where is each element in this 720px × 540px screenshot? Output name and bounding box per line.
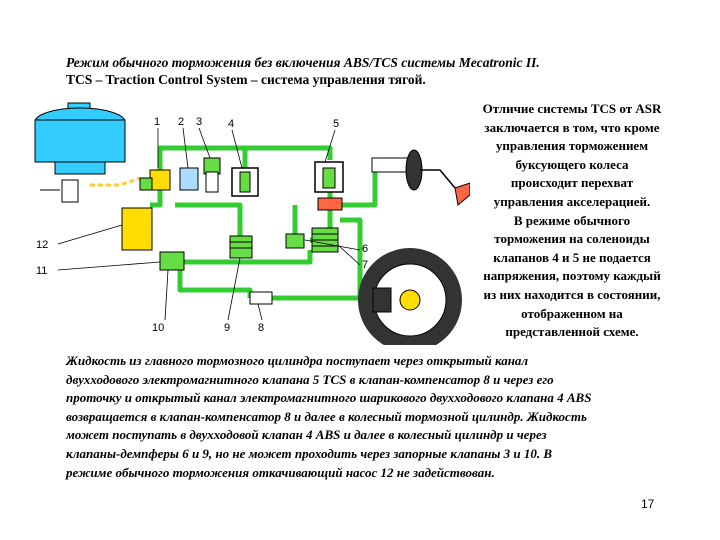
valve-2 bbox=[179, 167, 199, 191]
brake-system-diagram: 1 2 3 4 5 6 7 8 9 10 11 12 bbox=[34, 102, 470, 345]
label-9: 9 bbox=[224, 322, 230, 334]
body-line: Жидкость из главного тормозного цилиндра… bbox=[66, 353, 529, 368]
line-low-horizontal bbox=[160, 250, 313, 265]
leader-lines bbox=[57, 127, 361, 321]
body-line: проточку и открытый канал электромагнитн… bbox=[66, 390, 592, 406]
damper-valve-9 bbox=[229, 235, 253, 259]
valve-3 bbox=[203, 157, 221, 193]
body-line: двухходового электромагнитного клапана 5… bbox=[66, 371, 554, 387]
line-comp8-right bbox=[340, 217, 363, 298]
side-note-line: управления акселерацией. bbox=[493, 193, 651, 209]
page-number: 17 bbox=[641, 497, 655, 511]
wheel-hub bbox=[399, 289, 421, 311]
line-bottom-left bbox=[177, 262, 253, 298]
side-note-line: представленной схеме. bbox=[505, 324, 639, 340]
wheel bbox=[358, 248, 462, 345]
brake-booster bbox=[34, 102, 126, 203]
check-valve-10 bbox=[159, 251, 185, 271]
master-cylinder bbox=[371, 149, 470, 206]
side-note-line: Отличие системы TCS от ASR bbox=[482, 101, 662, 116]
side-note-line: клапанов 4 и 5 не подается bbox=[493, 249, 651, 265]
label-12: 12 bbox=[36, 239, 48, 251]
side-note-line: В режиме обычного bbox=[513, 212, 631, 228]
label-7: 7 bbox=[362, 259, 368, 271]
side-note-line: торможения на соленоиды bbox=[494, 231, 650, 247]
body-line: может поступать в двухходовой клапан 4 A… bbox=[66, 427, 547, 443]
label-8: 8 bbox=[258, 322, 264, 334]
body-line: режиме обычного торможения откачивающий … bbox=[66, 464, 495, 480]
label-11: 11 bbox=[36, 265, 47, 277]
side-note-line: из них находится в состоянии, bbox=[483, 286, 661, 302]
damper-valve-6 bbox=[285, 233, 305, 249]
label-5: 5 bbox=[333, 118, 339, 130]
solenoid-valve-5 bbox=[314, 161, 344, 211]
body-line: возвращается в клапан-компенсатор 8 и да… bbox=[66, 408, 587, 424]
side-note-line: отображенном на bbox=[521, 305, 623, 321]
pump-accumulator-12 bbox=[121, 207, 153, 251]
brake-caliper bbox=[372, 287, 392, 313]
brake-pedal bbox=[454, 182, 470, 206]
side-note: Отличие системы TCS от ASR заключается в… bbox=[466, 100, 678, 342]
solenoid-valve-4 bbox=[231, 167, 259, 197]
title-line-1: Режим обычного торможения без включения … bbox=[66, 55, 540, 70]
compensator-valve-8 bbox=[311, 227, 339, 253]
title-line-2: TCS – Traction Control System – система … bbox=[66, 72, 426, 87]
booster-body bbox=[34, 119, 126, 163]
side-note-line: буксующего колеса bbox=[515, 156, 629, 172]
return-line-yellow bbox=[90, 176, 141, 187]
slide-title: Режим обычного торможения без включения … bbox=[66, 54, 666, 88]
label-2: 2 bbox=[178, 116, 184, 128]
label-10: 10 bbox=[152, 322, 164, 334]
booster-base bbox=[54, 161, 106, 175]
body-text: Жидкость из главного тормозного цилиндра… bbox=[66, 352, 686, 482]
label-3: 3 bbox=[196, 116, 202, 128]
label-1: 1 bbox=[154, 116, 160, 128]
valve-1 bbox=[139, 169, 171, 191]
wheel-cylinder-body bbox=[249, 291, 273, 305]
side-note-line: заключается в том, что кроме bbox=[484, 119, 660, 135]
label-6: 6 bbox=[362, 243, 368, 255]
line-mid-horizontal bbox=[175, 202, 243, 240]
body-line: клапаны-демпферы 6 и 9, но не может прох… bbox=[66, 445, 553, 461]
side-note-line: напряжения, поэтому каждый bbox=[483, 268, 661, 284]
booster-valve bbox=[61, 179, 79, 203]
label-4: 4 bbox=[228, 118, 234, 130]
line-master-cyl bbox=[345, 165, 378, 208]
side-note-line: происходит перехват bbox=[510, 175, 634, 191]
side-note-line: управления торможением bbox=[495, 138, 649, 154]
